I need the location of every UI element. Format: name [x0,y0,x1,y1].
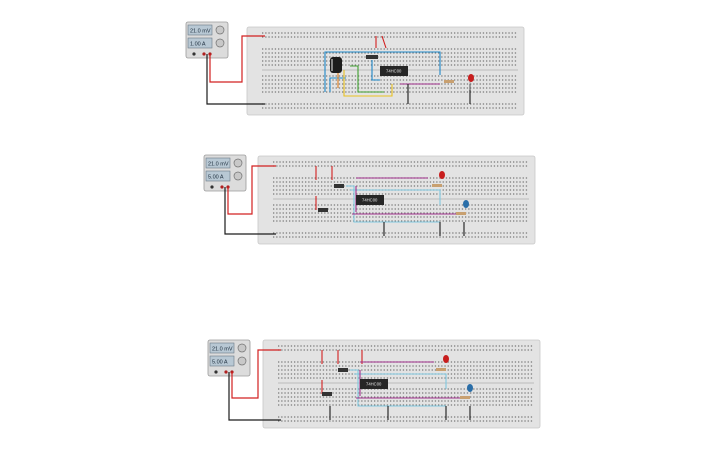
current-display [205,170,231,182]
power-supply[interactable]: 21.0 mV 5.00 A [207,339,251,377]
chip-label: 74HC00 [362,198,378,203]
led-red[interactable] [468,74,474,90]
red-power-wire[interactable] [227,165,276,215]
negative-terminal[interactable] [224,370,228,374]
current-knob[interactable] [233,171,243,181]
ground-jumpers[interactable] [383,222,465,236]
voltage-knob[interactable] [237,343,247,353]
current-knob[interactable] [215,38,225,48]
power-supply[interactable]: 21.0 mV 5.00 A [203,154,247,192]
switch-1[interactable] [334,184,344,188]
red-jumpers[interactable] [321,350,363,394]
lightblue-wires[interactable] [346,185,441,223]
circuit-1[interactable]: 21.0 mV 1.00 A [185,21,525,116]
purple-wires[interactable] [356,361,462,399]
circuit-3[interactable]: 21.0 mV 5.00 A [207,339,541,429]
resistor-2[interactable] [460,396,470,399]
voltage-display [205,157,231,169]
current-display [187,37,213,49]
led-red[interactable] [443,355,449,363]
switch-2[interactable] [322,392,332,396]
green-wire[interactable] [350,65,384,93]
breadboard[interactable] [257,155,536,245]
switch-1[interactable] [338,368,348,372]
ic-chip[interactable]: 74HC00 [380,66,408,76]
capacitor[interactable] [330,57,342,73]
current-readout: 5.00 A [212,360,228,366]
red-jumper[interactable] [375,35,387,49]
led-blue[interactable] [467,384,473,392]
resistor[interactable] [444,80,454,83]
chip-label: 74HC00 [366,382,382,387]
blue-wire-2[interactable] [371,60,380,81]
breadboard-holes [262,32,518,109]
breadboard[interactable] [262,339,541,429]
red-power-wire[interactable] [231,349,281,399]
voltage-readout: 21.0 mV [190,29,211,35]
ic-chip[interactable]: 74HC00 [356,195,384,205]
voltage-readout: 21.0 mV [212,347,233,353]
ground-terminal[interactable] [192,52,196,56]
switch-2[interactable] [318,208,328,212]
circuit-2[interactable]: 21.0 mV 5.00 A [203,154,536,245]
ground-terminal[interactable] [210,185,214,189]
voltage-knob[interactable] [233,158,243,168]
yellow-wire[interactable] [343,70,393,97]
current-display [209,355,235,367]
resistor-1[interactable] [436,368,446,371]
voltage-readout: 21.0 mV [208,162,229,168]
slide-switch[interactable] [366,55,378,59]
lightblue-wires[interactable] [350,369,447,407]
black-ground-wire[interactable] [206,54,265,105]
negative-terminal[interactable] [220,185,224,189]
breadboard-holes [278,345,534,422]
negative-terminal[interactable] [202,52,206,56]
ground-terminal[interactable] [214,370,218,374]
chip-label: 74HC00 [386,69,402,74]
ic-chip[interactable]: 74HC00 [360,379,388,389]
current-readout: 1.00 A [190,42,206,48]
blue-wire[interactable] [324,51,441,92]
resistor-1[interactable] [432,184,442,187]
led-blue[interactable] [463,200,469,208]
voltage-display [187,24,213,36]
current-knob[interactable] [237,356,247,366]
power-supply[interactable]: 21.0 mV 1.00 A [185,21,229,59]
black-ground-wire[interactable] [228,372,281,421]
blue-wire-short[interactable] [329,77,346,92]
voltage-knob[interactable] [215,25,225,35]
red-power-wire[interactable] [209,35,265,83]
purple-wires[interactable] [352,177,456,215]
red-jumpers[interactable] [315,166,333,210]
black-ground-wire[interactable] [224,187,276,235]
led-red[interactable] [439,171,445,179]
resistor-2[interactable] [456,212,466,215]
voltage-display [209,342,235,354]
ground-jumpers[interactable] [329,406,471,420]
current-readout: 5.00 A [208,175,224,181]
